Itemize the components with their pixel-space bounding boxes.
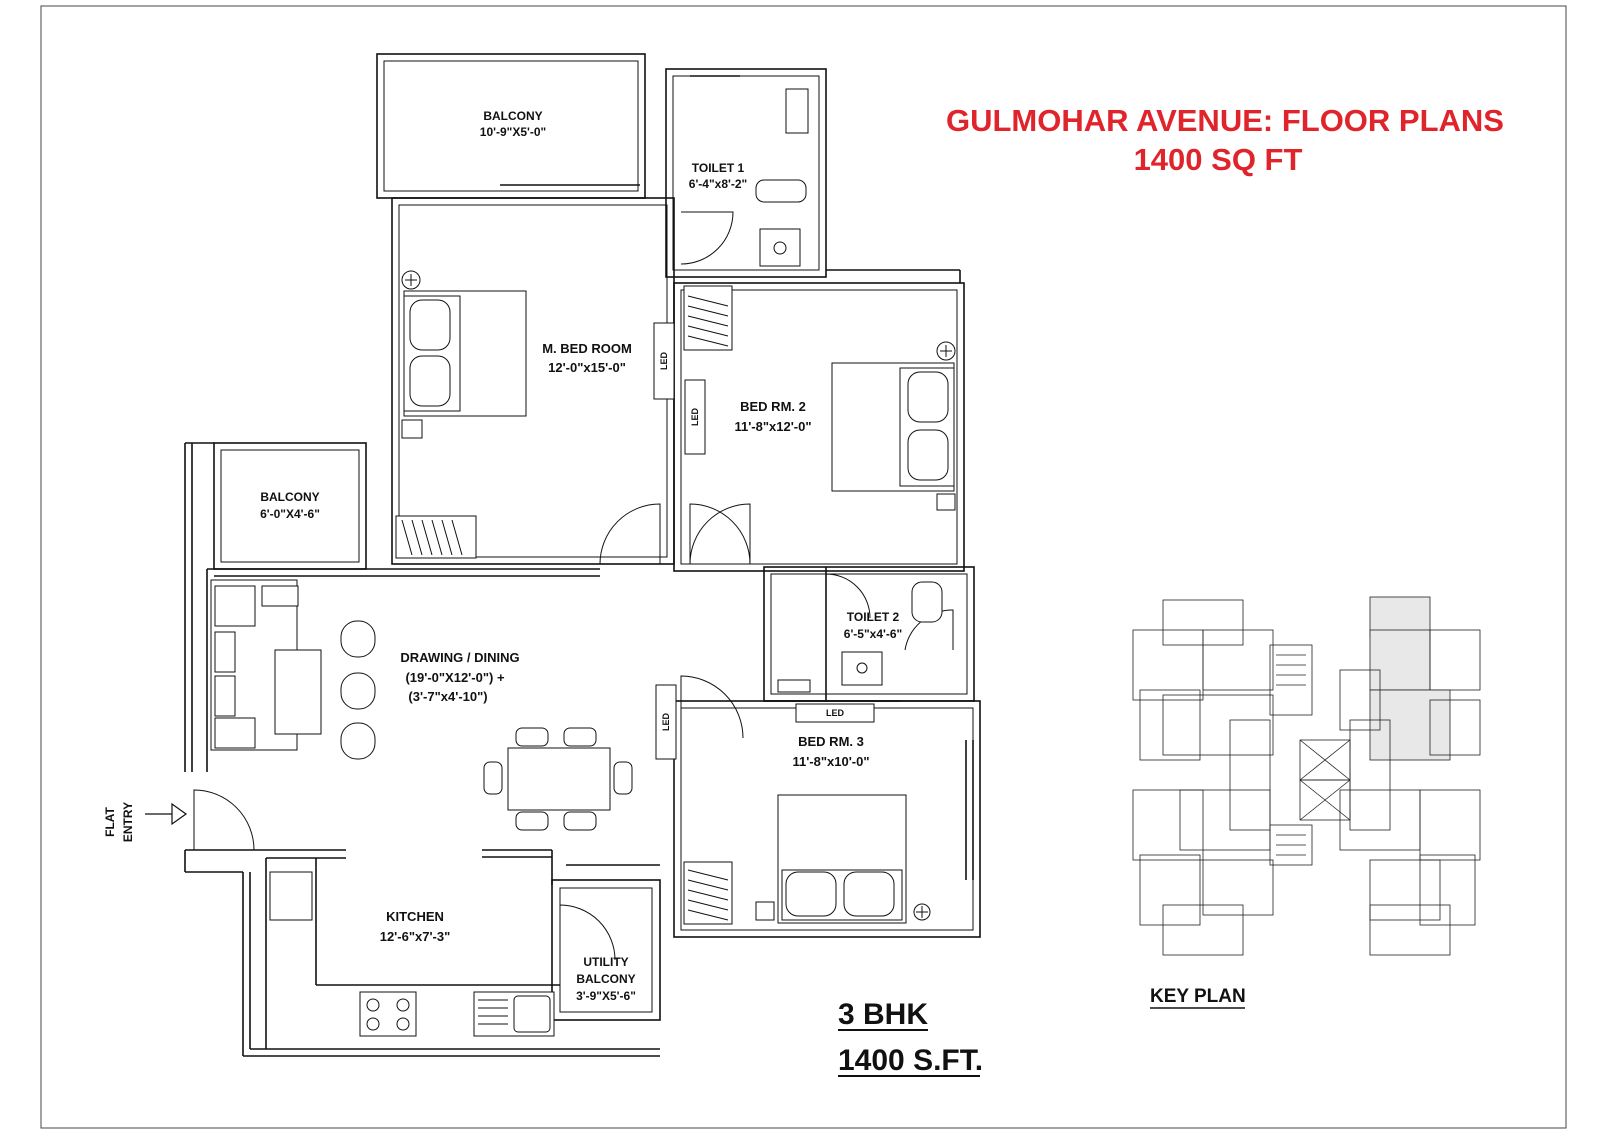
kitchen-size: 12'-6"x7'-3" xyxy=(380,929,451,944)
toilet1-name: TOILET 1 xyxy=(692,161,745,175)
unit-area: 1400 S.FT. xyxy=(838,1044,983,1077)
bed3-name: BED RM. 3 xyxy=(798,734,864,749)
toilet2-size: 6'-5"x4'-6" xyxy=(844,627,902,641)
drawing-size-1: (19'-0"X12'-0") + xyxy=(405,670,504,685)
entry-arrow-icon xyxy=(145,802,188,826)
bed2-name: BED RM. 2 xyxy=(740,399,806,414)
led-label-master: LED xyxy=(659,351,669,370)
master-bed-name: M. BED ROOM xyxy=(542,341,632,356)
drawing-size-2: (3'-7"x4'-10") xyxy=(408,689,487,704)
toilet1-size: 6'-4"x8'-2" xyxy=(689,177,747,191)
doors xyxy=(193,211,954,961)
balcony-top-name: BALCONY xyxy=(483,109,542,123)
led-label-drawing: LED xyxy=(661,712,671,731)
kitchen-name: KITCHEN xyxy=(386,909,444,924)
room-labels: BALCONY 10'-9"X5'-0" TOILET 1 6'-4"x8'-2… xyxy=(260,109,902,1003)
unit-type: 3 BHK xyxy=(838,998,928,1031)
plan-title: GULMOHAR AVENUE: FLOOR PLANS xyxy=(946,103,1504,138)
utility-name-2: BALCONY xyxy=(576,972,635,986)
drawing-name: DRAWING / DINING xyxy=(400,650,519,665)
led-label-bed3: LED xyxy=(826,708,845,718)
master-bed-size: 12'-0"x15'-0" xyxy=(548,360,626,375)
balcony-left-size: 6'-0"X4'-6" xyxy=(260,507,320,521)
bed2-size: 11'-8"x12'-0" xyxy=(734,419,811,434)
bed3-size: 11'-8"x10'-0" xyxy=(792,754,869,769)
led-label-bed2: LED xyxy=(690,407,700,426)
furniture: LED LED xyxy=(210,88,956,1037)
utility-size: 3'-9"X5'-6" xyxy=(576,989,636,1003)
utility-name-1: UTILITY xyxy=(583,955,628,969)
key-plan-label: KEY PLAN xyxy=(1150,986,1246,1007)
balcony-left-name: BALCONY xyxy=(260,490,319,504)
flat-entry-label: FLAT xyxy=(103,806,117,836)
walls xyxy=(184,53,981,1057)
page-border xyxy=(40,5,1567,1129)
balcony-top-size: 10'-9"X5'-0" xyxy=(480,125,546,139)
key-plan-drawing xyxy=(1132,596,1481,956)
toilet2-name: TOILET 2 xyxy=(847,610,900,624)
flat-entry-label-2: ENTRY xyxy=(121,802,135,842)
plan-subtitle: 1400 SQ FT xyxy=(1134,142,1303,177)
